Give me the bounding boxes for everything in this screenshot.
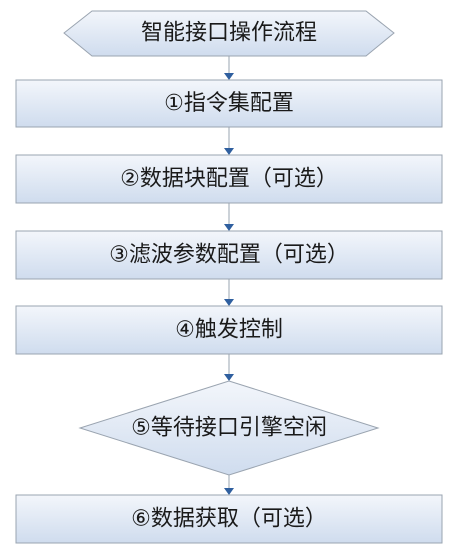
step-box-1 <box>15 79 443 128</box>
connector-arrow <box>224 203 234 231</box>
step-box-6 <box>15 494 443 544</box>
title-text: 智能接口操作流程 <box>141 21 317 46</box>
connector-arrow <box>224 56 234 80</box>
step-label-4: ④触发控制 <box>175 318 283 343</box>
connector-arrow <box>224 279 234 306</box>
title-shape <box>63 10 395 57</box>
step-label-2: ②数据块配置（可选） <box>120 167 338 192</box>
connector-arrow <box>224 127 234 155</box>
step-box-4 <box>15 305 443 355</box>
step-box-3 <box>15 230 443 280</box>
step-box-2 <box>15 154 443 204</box>
connector-arrow <box>224 354 234 381</box>
step-label-6: ⑥数据获取（可选） <box>131 507 327 532</box>
connector-arrow <box>224 475 234 495</box>
step-label-5: ⑤等待接口引擎空闲 <box>131 416 327 441</box>
step-label-3: ③滤波参数配置（可选） <box>109 243 349 268</box>
step-label-1: ①指令集配置 <box>164 91 294 116</box>
